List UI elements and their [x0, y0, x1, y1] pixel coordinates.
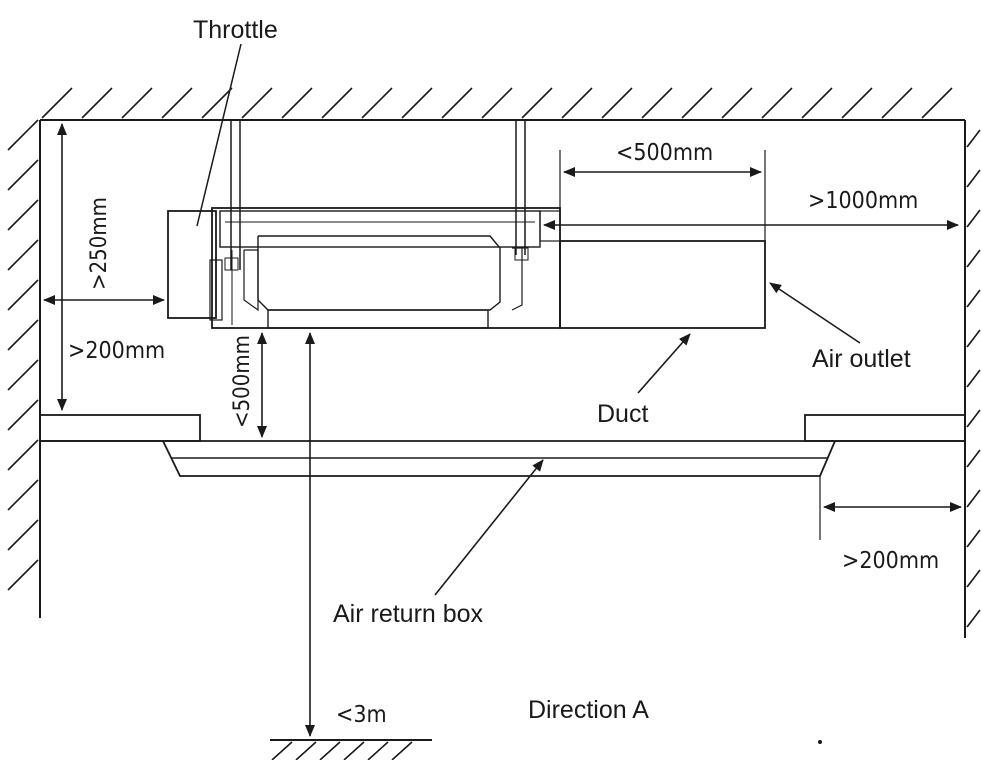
hatch-stroke [7, 159, 39, 191]
hatch-stroke [7, 519, 39, 551]
leader-lines [196, 43, 861, 596]
hatch-stroke [7, 119, 39, 151]
leader-air-return-box [434, 459, 544, 596]
dim-unit-ceiling-label: <500mm [230, 335, 255, 428]
hatch-stroke [361, 87, 393, 119]
ceiling-slab [40, 87, 965, 121]
left-wall [7, 119, 41, 618]
dim-gap-top-label: >250mm [87, 197, 112, 290]
dim-return-box-wall-label: >200mm [842, 548, 939, 574]
hatch-stroke [966, 289, 981, 308]
hatch-stroke [7, 279, 39, 311]
hatch-stroke [966, 569, 981, 588]
label-throttle: Throttle [193, 16, 278, 44]
unit-top-frame [219, 210, 541, 248]
hatch-stroke [966, 329, 981, 348]
hatch-stroke [966, 369, 981, 388]
hatch-stroke [681, 87, 713, 119]
leader-duct [637, 333, 691, 394]
hatch-stroke [7, 199, 39, 231]
indoor-unit [211, 207, 561, 329]
right-wall [964, 120, 981, 638]
hatch-stroke [966, 129, 981, 148]
false-ceiling [39, 414, 966, 442]
hatch-stroke [81, 87, 113, 119]
hatch-stroke [966, 209, 981, 228]
dim-outlet-wall-label: >1000mm [808, 188, 918, 214]
ceiling-hatching [41, 87, 953, 119]
hatch-stroke [343, 741, 365, 760]
hatch-stroke [41, 87, 73, 119]
stray-dot [818, 740, 822, 744]
duct [559, 240, 766, 329]
hatch-stroke [641, 87, 673, 119]
hatch-stroke [281, 87, 313, 119]
hatch-stroke [966, 489, 981, 508]
hatch-stroke [441, 87, 473, 119]
hatch-stroke [7, 239, 39, 271]
hanger-rods [230, 120, 526, 270]
hatch-stroke [319, 741, 341, 760]
dim-ceiling-height-label: <3m [336, 702, 387, 728]
hatch-stroke [161, 87, 193, 119]
right-wall-hatching [966, 129, 981, 628]
hatch-stroke [401, 87, 433, 119]
ceiling-board-left [39, 414, 201, 442]
hatch-stroke [561, 87, 593, 119]
dim-duct-length-label: <500mm [616, 140, 713, 166]
hatch-stroke [966, 609, 981, 628]
hatch-stroke [321, 87, 353, 119]
hatch-stroke [481, 87, 513, 119]
hatch-stroke [966, 409, 981, 428]
hatch-stroke [966, 529, 981, 548]
hatch-stroke [7, 479, 39, 511]
throttle-box [167, 210, 223, 321]
hatch-stroke [966, 169, 981, 188]
hatch-stroke [7, 439, 39, 471]
floor-hatching [271, 741, 413, 760]
left-wall-hatching [7, 119, 39, 591]
hatch-stroke [201, 87, 233, 119]
hatch-stroke [7, 399, 39, 431]
leader-throttle [196, 43, 242, 227]
label-air-outlet: Air outlet [812, 345, 911, 373]
hatch-stroke [7, 359, 39, 391]
hatch-stroke [295, 741, 317, 760]
hatch-stroke [241, 87, 273, 119]
leader-air-outlet [769, 282, 861, 344]
dim-left-wall-label: >200mm [68, 338, 165, 364]
floor [270, 739, 432, 760]
hatch-stroke [391, 741, 413, 760]
air-return-box [162, 440, 836, 477]
unit-return-grille [267, 309, 489, 329]
hatch-stroke [601, 87, 633, 119]
ceiling-board-right [804, 414, 966, 442]
unit-fan-housing [257, 235, 501, 311]
hatch-stroke [841, 87, 873, 119]
hatch-stroke [921, 87, 953, 119]
label-direction: Direction A [528, 696, 649, 724]
hatch-stroke [367, 741, 389, 760]
hatch-stroke [271, 741, 293, 760]
hatch-stroke [121, 87, 153, 119]
hatch-stroke [7, 559, 39, 591]
hatch-stroke [966, 449, 981, 468]
label-duct: Duct [597, 400, 648, 428]
hatch-stroke [801, 87, 833, 119]
label-air-return-box: Air return box [333, 600, 484, 628]
hatch-stroke [521, 87, 553, 119]
hatch-stroke [7, 319, 39, 351]
dimension-lines [43, 123, 962, 737]
hatch-stroke [966, 249, 981, 268]
hatch-stroke [721, 87, 753, 119]
hatch-stroke [761, 87, 793, 119]
hatch-stroke [881, 87, 913, 119]
